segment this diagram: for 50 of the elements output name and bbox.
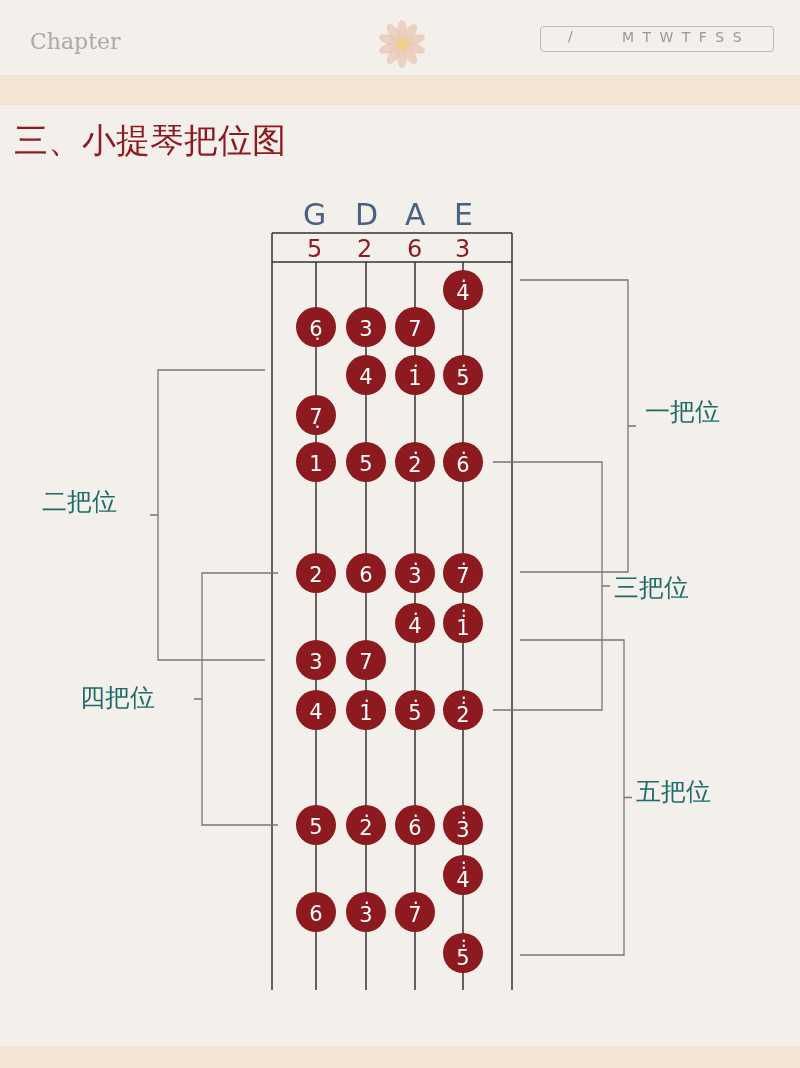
position-label: 五把位 xyxy=(636,778,711,806)
position-label: 三把位 xyxy=(614,574,689,602)
note-circle: 5 xyxy=(296,805,336,845)
note-circle: 2̇ xyxy=(395,442,435,482)
note-circle: 5̇ xyxy=(395,690,435,730)
string-name: G xyxy=(303,198,327,231)
note-circle: 3 xyxy=(346,307,386,347)
position-label: 一把位 xyxy=(645,398,720,426)
note-circle: 1 xyxy=(296,442,336,482)
string-name: A xyxy=(405,198,426,231)
note-circle: 7̇ xyxy=(443,553,483,593)
note-circle: 2̇̇ xyxy=(443,690,483,730)
note-circle: 1̇̇ xyxy=(443,603,483,643)
string-name: E xyxy=(454,198,473,231)
position-label: 二把位 xyxy=(42,488,117,516)
note-circle: 3 xyxy=(296,640,336,680)
note-circle: 5̇̇ xyxy=(443,933,483,973)
note-circle: 5̇ xyxy=(443,355,483,395)
note-circle: 4 xyxy=(296,690,336,730)
note-circle: 4̇̇ xyxy=(443,855,483,895)
note-circle: 2 xyxy=(296,553,336,593)
note-circle: 6̇ xyxy=(443,442,483,482)
note-circle: 7̇ xyxy=(395,892,435,932)
note-circle: 3̇ xyxy=(395,553,435,593)
note-circle: 1̇ xyxy=(346,690,386,730)
note-circle: 7 xyxy=(346,640,386,680)
note-circle: 3̇ xyxy=(346,892,386,932)
note-circle: 3̇̇ xyxy=(443,805,483,845)
note-circle: 6 xyxy=(296,892,336,932)
string-name: D xyxy=(355,198,379,231)
note-circle: 5 xyxy=(346,442,386,482)
note-circle: 6 xyxy=(346,553,386,593)
open-string-note: 3 xyxy=(455,236,471,263)
note-circle: 1̇ xyxy=(395,355,435,395)
open-string-note: 6 xyxy=(407,236,423,263)
note-circle: 6̇ xyxy=(395,805,435,845)
note-circle: 7̣ xyxy=(296,395,336,435)
page-title: 三、小提琴把位图 xyxy=(14,119,286,162)
note-circle: 2̇ xyxy=(346,805,386,845)
note-circle: 4̇ xyxy=(443,270,483,310)
open-string-note: 2 xyxy=(357,236,373,263)
note-circle: 6̣ xyxy=(296,307,336,347)
weekday-letters: M T W T F S S xyxy=(622,30,744,46)
header-text: Chapter xyxy=(30,30,121,55)
open-string-note: 5 xyxy=(307,236,323,263)
date-slash: / xyxy=(568,29,573,45)
note-circle: 4 xyxy=(346,355,386,395)
position-label: 四把位 xyxy=(80,684,155,712)
note-circle: 7 xyxy=(395,307,435,347)
note-circle: 4̇ xyxy=(395,603,435,643)
